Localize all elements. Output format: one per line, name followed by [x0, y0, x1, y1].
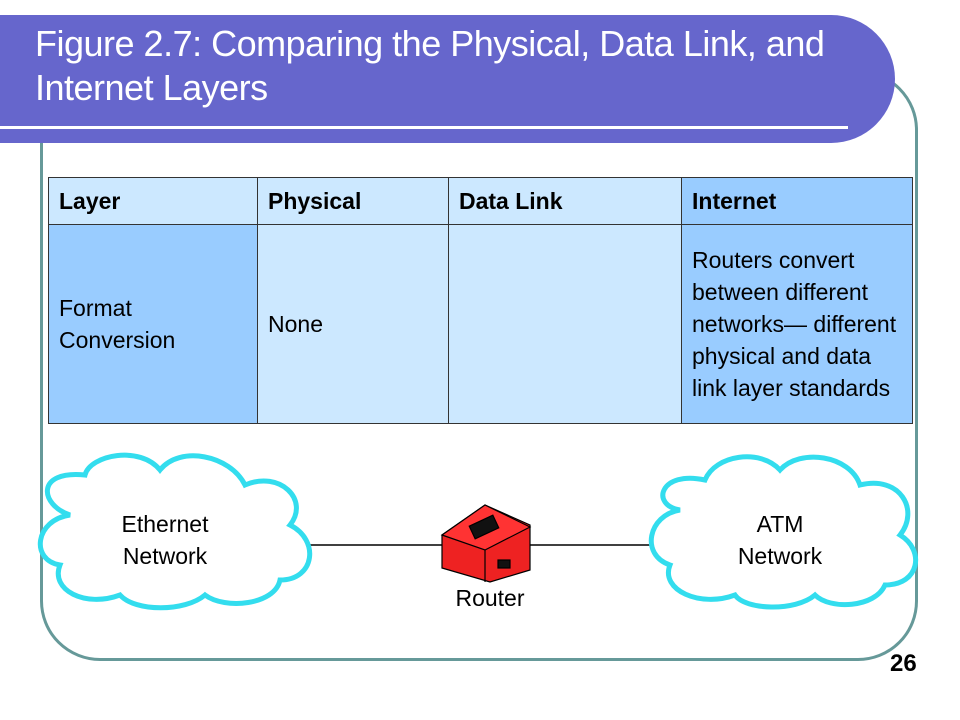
- cloud-icon-atm: [648, 454, 919, 610]
- comparison-table: Layer Physical Data Link Internet Format…: [48, 177, 913, 424]
- header-internet: Internet: [681, 177, 913, 225]
- cell-internet: Routers convert between different networ…: [681, 224, 913, 424]
- cell-physical: None: [257, 224, 449, 424]
- router-label: Router: [455, 585, 525, 611]
- slide-title: Figure 2.7: Comparing the Physical, Data…: [35, 23, 825, 108]
- header-layer: Layer: [48, 177, 258, 225]
- page-number: 26: [890, 650, 917, 677]
- title-bar: [0, 15, 895, 143]
- header-physical: Physical: [257, 177, 449, 225]
- atm-network-label: ATM Network: [737, 511, 823, 569]
- cell-data-link: [448, 224, 682, 424]
- cell-format-conversion: Format Conversion: [48, 224, 258, 424]
- ethernet-network-label: Ethernet Network: [121, 511, 209, 569]
- table-row: Format Conversion None Routers convert b…: [48, 224, 913, 424]
- header-data-link: Data Link: [448, 177, 682, 225]
- title-underline: [0, 126, 848, 129]
- cloud-icon-ethernet: [37, 452, 313, 611]
- router-icon: [440, 504, 532, 583]
- table-header-row: Layer Physical Data Link Internet: [48, 177, 913, 225]
